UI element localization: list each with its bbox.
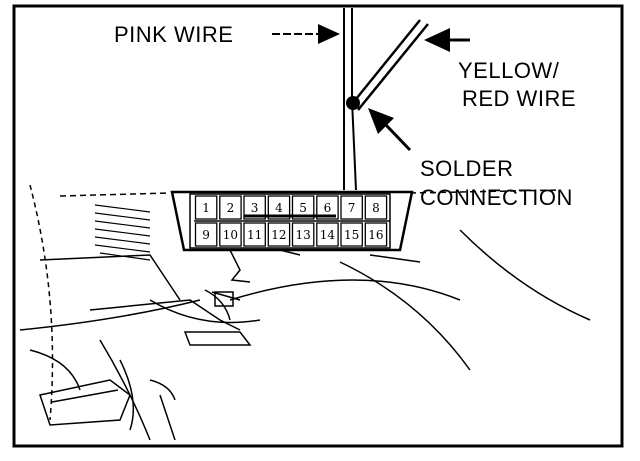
- pin-cell: [267, 195, 291, 220]
- pin-number: 10: [223, 228, 238, 242]
- pin-number: 8: [372, 201, 380, 215]
- yellow-red-wire-label-line2: RED WIRE: [462, 86, 576, 111]
- diagram-frame: [12, 4, 624, 448]
- pin-cell: [291, 222, 315, 247]
- solder-connection-label-line2: CONNECTION: [420, 185, 573, 210]
- pin-number: 1: [202, 201, 210, 215]
- pin-cell: [316, 195, 339, 220]
- pin-cell: [267, 222, 291, 247]
- pin-number: 14: [320, 228, 336, 242]
- solder-connection-dot: [346, 96, 360, 110]
- pin-number: 4: [275, 201, 283, 215]
- pin-cell: [219, 222, 242, 247]
- solder-connection-label-line1: SOLDER: [420, 156, 513, 181]
- pin-number: 13: [295, 228, 310, 242]
- pin-number: 16: [368, 228, 383, 242]
- pin-number: 6: [324, 201, 332, 215]
- pin-number: 5: [299, 201, 307, 215]
- yellow-red-wire-arrow: [424, 28, 470, 52]
- pin-cell: [364, 195, 388, 220]
- pin-cell: [219, 195, 242, 220]
- pin-number: 11: [247, 228, 262, 242]
- pin-number: 15: [344, 228, 359, 242]
- pin-cell: [194, 222, 218, 247]
- pin-cell: [316, 222, 339, 247]
- pin-number: 7: [348, 201, 356, 215]
- yellow-red-wire-label-line1: YELLOW/: [458, 58, 560, 83]
- solder-connection-arrow: [368, 108, 412, 152]
- pin-cell: [364, 222, 388, 247]
- pin-number: 3: [251, 201, 259, 215]
- pin-number: 12: [271, 228, 286, 242]
- dashboard-background: [19, 184, 591, 441]
- yellow-red-wire: [351, 19, 429, 111]
- pin-cell: [243, 195, 266, 220]
- pin-cell: [340, 195, 363, 220]
- pin-cell: [291, 195, 315, 220]
- pin-number: 2: [227, 201, 235, 215]
- pin-number: 9: [202, 228, 210, 242]
- pin-cell: [243, 222, 266, 247]
- pink-wire-arrow: [272, 24, 340, 44]
- pin-cell: [194, 195, 218, 220]
- pin-cell: [340, 222, 363, 247]
- pink-wire-label: PINK WIRE: [114, 22, 233, 47]
